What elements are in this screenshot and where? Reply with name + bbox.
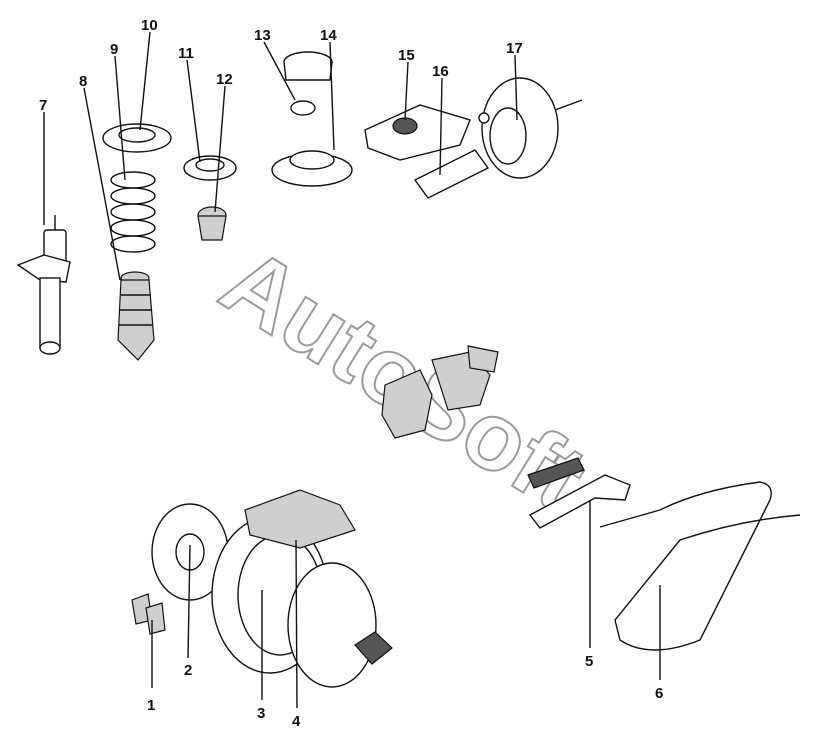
callout-3: 3 [257,705,265,722]
callout-10: 10 [141,17,158,34]
part-7-shock-absorber [16,215,71,355]
part-4-tire [244,489,393,688]
callout-4: 4 [292,713,301,730]
callout-14: 14 [320,27,337,44]
callout-16: 16 [432,63,449,80]
part-10-spring-seat [102,123,172,153]
callout-13: 13 [254,27,271,44]
callout-8: 8 [79,73,87,90]
callout-12: 12 [216,71,233,88]
callout-2: 2 [184,662,192,679]
part-11-bearing [183,155,237,181]
callout-11: 11 [178,45,194,62]
callout-7: 7 [39,97,47,114]
part-12-bump-stop [197,206,227,241]
part-14-strut-mount [271,150,353,187]
callout-labels: 1 2 3 4 5 6 7 8 9 10 11 12 13 14 15 16 1… [39,17,663,730]
callout-17: 17 [506,40,523,57]
callout-9: 9 [110,41,118,58]
callout-1: 1 [147,697,155,714]
part-5-parking-brake-lever [528,474,661,529]
part-17-brake-booster [478,77,583,179]
part-1-brake-shoes [131,593,166,635]
part-6-cable [614,481,801,651]
part-15-reservoir [364,104,471,161]
part-16-master-cylinder [413,149,490,199]
leader-lines [43,31,661,709]
part-9-coil-spring [110,171,156,253]
callout-5: 5 [585,653,593,670]
part-8-dust-boot [117,271,155,361]
brake-pads [527,457,585,489]
callout-6: 6 [655,685,663,702]
callout-15: 15 [398,47,415,64]
part-13-cap [283,51,333,116]
caliper-assembly [381,345,499,439]
